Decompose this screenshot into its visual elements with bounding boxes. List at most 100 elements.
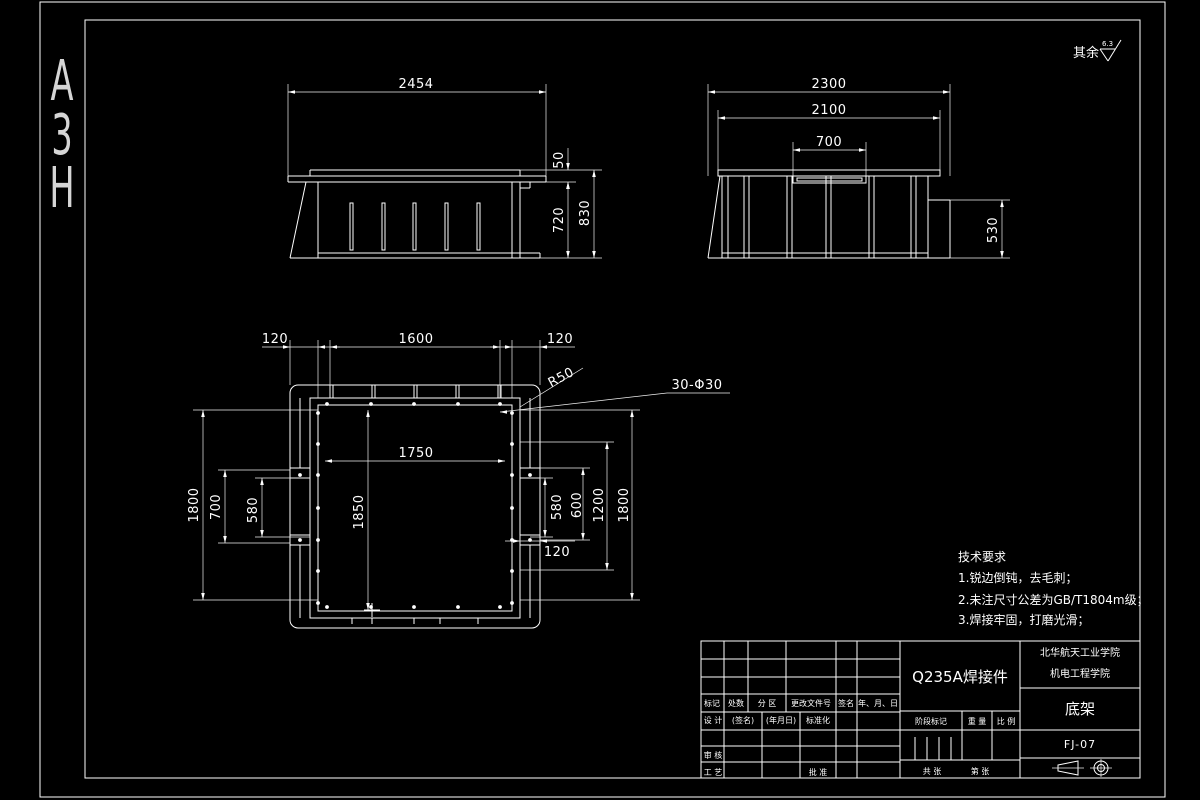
dimension-arrow (943, 90, 950, 94)
dim-left-inner-span: 580 (246, 497, 261, 523)
roughness-note-label: 其余 (1073, 45, 1099, 61)
front-view-dimensions: 2454 50 720 830 (398, 77, 593, 233)
bolt-hole (510, 442, 514, 446)
dim-left-overall: 1800 (187, 487, 202, 522)
bolt-hole (510, 569, 514, 573)
roughness-symbol-line (1099, 48, 1109, 62)
hole-callout: 30-Φ30 (671, 378, 722, 393)
projection-cone-icon (1057, 760, 1079, 776)
stiffener-rib (476, 202, 481, 251)
revision-header-zone: 分 区 (758, 699, 777, 708)
roughness-symbol-line (1107, 39, 1122, 62)
tech-requirement-item: 3.焊接牢固，打磨光滑； (958, 612, 1089, 627)
bolt-hole (456, 402, 460, 406)
title-block (700, 640, 1141, 779)
dimension-arrow (543, 478, 547, 485)
bolt-hole (316, 442, 320, 446)
surface-roughness-note: 其余 6.3 (1073, 40, 1113, 61)
dim-hole-span-y: 1850 (352, 494, 367, 529)
dim-total-height: 830 (578, 200, 593, 226)
dimension-arrow (630, 410, 634, 417)
dim-center-bracket: 700 (816, 135, 842, 150)
bolt-hole (316, 506, 320, 510)
revision-header-signature: 签名 (838, 698, 854, 708)
dimension-arrow (318, 345, 325, 349)
dim-top-plate-thickness: 50 (552, 151, 567, 169)
dim-step-height: 530 (986, 217, 1001, 243)
dim-overall-length: 2454 (398, 77, 433, 92)
dimension-arrow (708, 90, 715, 94)
drawing-number: FJ-07 (1064, 738, 1096, 751)
dimension-arrow (592, 251, 596, 258)
bolt-hole (498, 605, 502, 609)
dim-plate-width: 2100 (811, 103, 846, 118)
bolt-hole (412, 605, 416, 609)
dimension-arrow (566, 251, 570, 258)
dim-left-outer-span: 700 (209, 494, 224, 520)
format-letter-3: 3 (51, 102, 72, 167)
dim-overall-width: 2300 (811, 77, 846, 92)
side-tab (289, 534, 311, 546)
sheet-format-code: A 3 H (49, 48, 74, 220)
stiffener-rib (349, 202, 354, 251)
scale-label: 比 例 (997, 716, 1016, 726)
dimension-arrow (201, 593, 205, 600)
side-view-dimensions: 2300 2100 700 530 (811, 77, 1001, 243)
dimension-arrow (605, 563, 609, 570)
design-signature-label: (签名) (732, 715, 754, 725)
dimension-arrow (223, 536, 227, 543)
bolt-hole (325, 402, 329, 406)
school-name: 北华航天工业学院 (1040, 646, 1120, 659)
bolt-hole (510, 411, 514, 415)
stiffener-rib (444, 202, 449, 251)
dimension-arrow (592, 170, 596, 177)
bolt-hole (510, 601, 514, 605)
bolt-hole (316, 601, 320, 605)
dimension-arrow (933, 116, 940, 120)
bolt-hole (298, 473, 302, 477)
bolt-hole (316, 473, 320, 477)
revision-header-mark: 标记 (704, 698, 720, 708)
bolt-hole (316, 538, 320, 542)
bolt-hole (298, 538, 302, 542)
dimension-arrow (260, 478, 264, 485)
dimension-arrow (330, 345, 337, 349)
dimension-arrow (366, 603, 370, 610)
dim-hole-span-x: 1750 (398, 446, 433, 461)
dim-right-mid-span: 1200 (592, 487, 607, 522)
dimension-arrow (223, 470, 227, 477)
dimension-arrow (325, 459, 332, 463)
side-view (707, 84, 1010, 259)
sheet-total-label: 共 张 (923, 767, 942, 776)
dimension-arrow (288, 90, 295, 94)
dimension-arrow (500, 410, 507, 414)
bolt-hole (316, 569, 320, 573)
dimension-arrow (201, 410, 205, 417)
dimension-arrow (498, 459, 505, 463)
material-name: Q235A焊接件 (912, 668, 1008, 686)
process-label: 工 艺 (704, 768, 723, 777)
sheet-frame (39, 1, 1166, 798)
standardization-label: 标准化 (806, 715, 830, 725)
dimension-arrow (859, 148, 866, 152)
gusset-edge (289, 181, 307, 259)
bolt-hole (369, 402, 373, 406)
title-block-border (700, 640, 1141, 779)
design-date-label: (年月日) (766, 715, 796, 725)
top-view (193, 340, 730, 629)
dim-middle-span: 1600 (398, 332, 433, 347)
approve-label: 批 准 (809, 767, 828, 777)
dimension-arrow (543, 530, 547, 537)
dim-right-overall: 1800 (617, 487, 632, 522)
dimension-arrow (505, 345, 512, 349)
dim-right-outer-span: 600 (570, 492, 585, 518)
tech-requirement-item: 2.未注尺寸公差为GB/T1804m级； (958, 592, 1149, 607)
part-name: 底架 (1065, 700, 1095, 718)
title-block-text: 标记 处数 分 区 更改文件号 签名 年、月、日 设 计 (签名) (年月日) … (704, 646, 1120, 777)
format-letter-a: A (51, 48, 74, 113)
technical-requirements: 技术要求 1.锐边倒钝，去毛刺； 2.未注尺寸公差为GB/T1804m级； 3.… (958, 550, 1149, 627)
dim-frame-height: 720 (552, 207, 567, 233)
bolt-hole (498, 402, 502, 406)
